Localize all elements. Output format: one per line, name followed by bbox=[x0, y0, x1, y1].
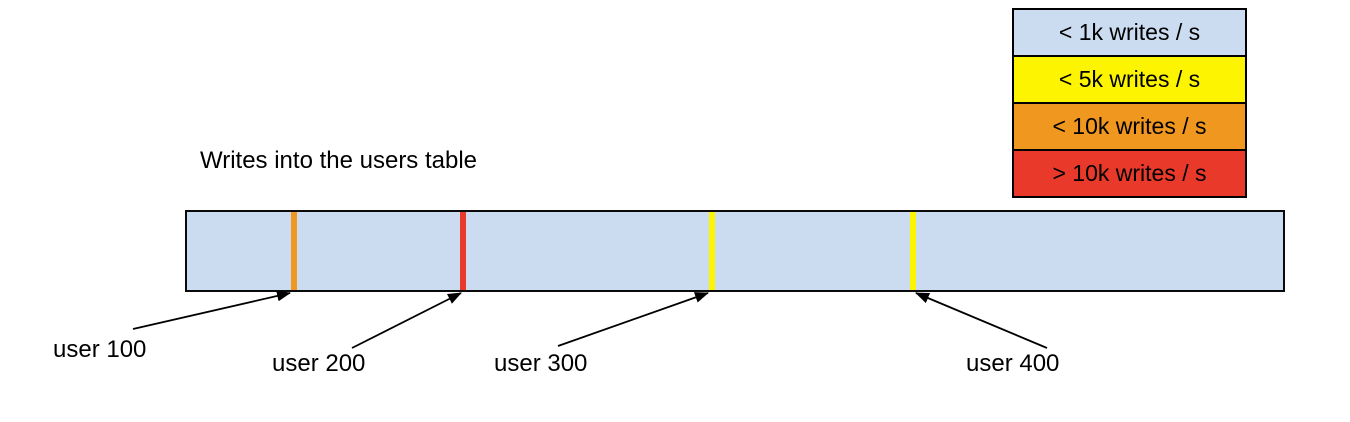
legend-item-under-5k: < 5k writes / s bbox=[1012, 55, 1247, 104]
legend-item-label: > 10k writes / s bbox=[1052, 160, 1207, 186]
hotspot-mark-user-200 bbox=[460, 212, 466, 290]
legend-item-over-10k: > 10k writes / s bbox=[1012, 149, 1247, 198]
arrow-user-300 bbox=[557, 292, 709, 347]
legend: < 1k writes / s < 5k writes / s < 10k wr… bbox=[1012, 8, 1247, 198]
legend-item-under-10k: < 10k writes / s bbox=[1012, 102, 1247, 151]
legend-item-label: < 10k writes / s bbox=[1052, 113, 1207, 139]
arrow-user-400 bbox=[915, 292, 1048, 349]
label-user-300: user 300 bbox=[494, 350, 588, 377]
hotspot-mark-user-400 bbox=[910, 212, 916, 290]
users-table-keyspace-bar bbox=[185, 210, 1285, 292]
legend-item-label: < 5k writes / s bbox=[1058, 66, 1201, 92]
hotspot-mark-user-100 bbox=[291, 212, 297, 290]
label-user-200: user 200 bbox=[272, 350, 366, 377]
hotspot-mark-user-300 bbox=[709, 212, 715, 290]
label-user-400: user 400 bbox=[966, 350, 1060, 377]
arrow-user-100 bbox=[132, 290, 291, 330]
arrow-user-200 bbox=[351, 292, 462, 349]
legend-item-under-1k: < 1k writes / s bbox=[1012, 8, 1247, 57]
diagram-title: Writes into the users table bbox=[200, 147, 478, 174]
label-user-100: user 100 bbox=[53, 336, 147, 363]
legend-item-label: < 1k writes / s bbox=[1058, 19, 1201, 45]
